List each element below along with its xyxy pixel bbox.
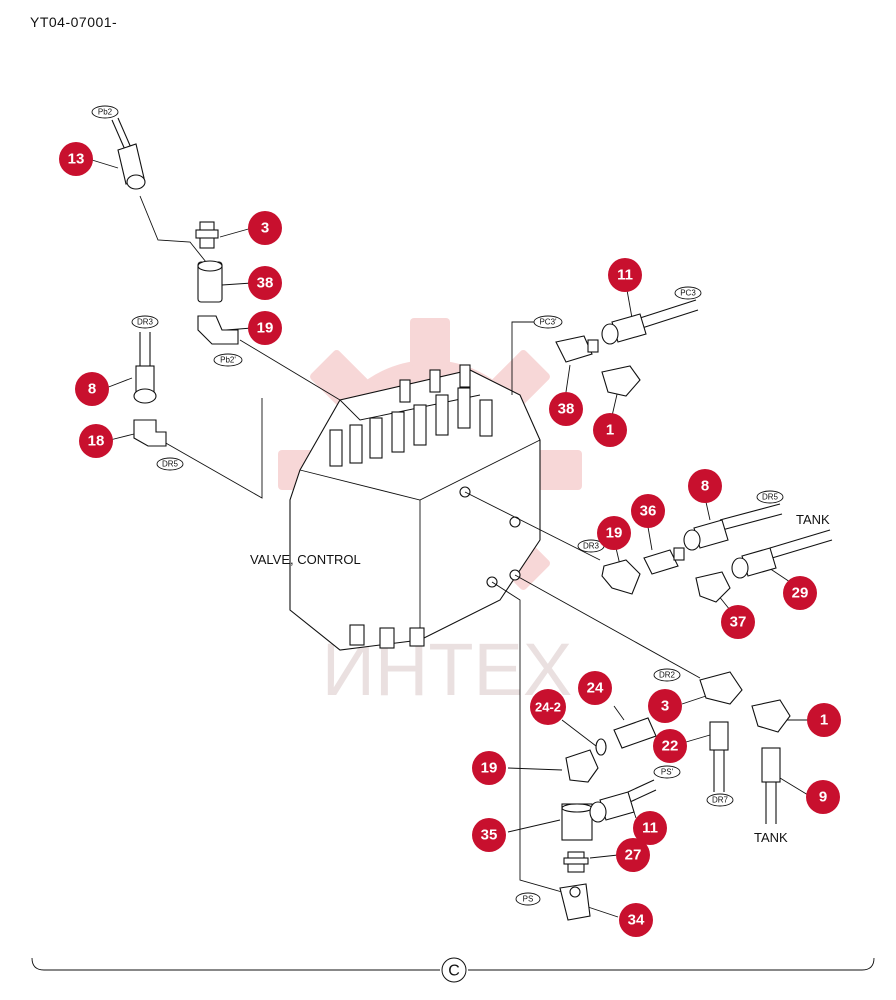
callout-34: 34 <box>619 903 653 937</box>
callout-24-2: 24-2 <box>530 689 566 725</box>
port-tags: Pb2 Pb2' DR3 DR5 PC3 PC3' DR5 DR3 <box>91 105 784 906</box>
section-marker <box>441 957 467 983</box>
svg-text:19: 19 <box>481 760 498 777</box>
svg-text:27: 27 <box>625 847 642 864</box>
callout-37: 37 <box>721 605 755 639</box>
svg-text:PS: PS <box>523 895 534 904</box>
port-tag-dr3-left: DR3 <box>131 315 159 329</box>
tank-label-upper: TANK <box>796 512 830 527</box>
control-valve-body: VALVE, CONTROL <box>250 364 541 651</box>
svg-text:Pb2: Pb2 <box>98 108 113 117</box>
callout-1-upper: 1 <box>593 413 627 447</box>
port-tag-dr5-left: DR5 <box>156 457 184 471</box>
callout-13: 13 <box>59 142 93 176</box>
port-tag-ps: PS <box>515 892 541 906</box>
section-symbol: C <box>448 963 460 980</box>
port-tag-pb2: Pb2 <box>91 105 119 119</box>
svg-text:DR3: DR3 <box>137 318 154 327</box>
document-code: YT04-07001- <box>30 14 118 30</box>
port-tag-dr2: DR2 <box>653 668 681 682</box>
port-tag-ps-prime: PS' <box>653 765 681 779</box>
svg-text:38: 38 <box>558 401 575 418</box>
svg-text:1: 1 <box>606 422 614 439</box>
callout-19-middle: 19 <box>597 516 631 550</box>
svg-text:8: 8 <box>701 478 709 495</box>
svg-text:38: 38 <box>257 275 274 292</box>
svg-text:PS': PS' <box>661 768 674 777</box>
tank-label-lower: TANK <box>754 830 788 845</box>
callout-27: 27 <box>616 838 650 872</box>
svg-text:9: 9 <box>819 789 827 806</box>
svg-text:DR7: DR7 <box>712 796 729 805</box>
svg-text:11: 11 <box>642 820 658 837</box>
callout-19-upper: 19 <box>248 311 282 345</box>
callout-3-lower: 3 <box>648 689 682 723</box>
svg-text:Pb2': Pb2' <box>220 356 236 365</box>
svg-text:3: 3 <box>661 698 669 715</box>
svg-text:8: 8 <box>88 381 96 398</box>
svg-text:PC3': PC3' <box>539 318 557 327</box>
svg-text:37: 37 <box>730 614 747 631</box>
svg-text:36: 36 <box>640 503 657 520</box>
svg-text:DR2: DR2 <box>659 671 676 680</box>
valve-label: VALVE, CONTROL <box>250 552 361 567</box>
svg-text:13: 13 <box>68 151 85 168</box>
callout-38-upper: 38 <box>248 266 282 300</box>
port-tag-pc3: PC3 <box>674 286 702 300</box>
svg-text:1: 1 <box>820 712 828 729</box>
port-tag-dr5-right: DR5 <box>756 490 784 504</box>
svg-text:22: 22 <box>662 738 679 755</box>
svg-text:11: 11 <box>617 267 633 284</box>
svg-text:34: 34 <box>628 912 645 929</box>
callout-9: 9 <box>806 780 840 814</box>
callout-36: 36 <box>631 494 665 528</box>
callout-1-lower: 1 <box>807 703 841 737</box>
callout-19-lower: 19 <box>472 751 506 785</box>
callout-8-left: 8 <box>75 372 109 406</box>
svg-text:35: 35 <box>481 827 498 844</box>
callout-8-right: 8 <box>688 469 722 503</box>
section-divider: C <box>31 957 875 983</box>
svg-text:DR3: DR3 <box>583 542 600 551</box>
callout-18: 18 <box>79 424 113 458</box>
svg-text:DR5: DR5 <box>762 493 779 502</box>
fittings: TANK TANK <box>111 117 833 921</box>
svg-text:19: 19 <box>257 320 274 337</box>
callout-35: 35 <box>472 818 506 852</box>
callout-24: 24 <box>578 671 612 705</box>
callout-11-upper: 11 <box>608 258 642 292</box>
callout-38-right: 38 <box>549 392 583 426</box>
callout-22: 22 <box>653 729 687 763</box>
svg-text:24: 24 <box>587 680 604 697</box>
port-tag-dr7: DR7 <box>706 793 734 807</box>
svg-text:3: 3 <box>261 220 269 237</box>
callout-11-lower: 11 <box>633 811 667 845</box>
port-tag-pb2-prime: Pb2' <box>213 353 243 367</box>
callout-3-upper: 3 <box>248 211 282 245</box>
svg-text:24-2: 24-2 <box>535 700 561 715</box>
svg-text:18: 18 <box>88 433 105 450</box>
svg-text:DR5: DR5 <box>162 460 179 469</box>
svg-text:PC3: PC3 <box>680 289 696 298</box>
callout-29: 29 <box>783 576 817 610</box>
svg-text:29: 29 <box>792 585 809 602</box>
callouts: 13 3 38 19 8 18 11 38 1 8 36 19 29 37 24… <box>59 142 841 937</box>
port-tag-pc3-prime: PC3' <box>533 315 563 329</box>
svg-text:19: 19 <box>606 525 623 542</box>
